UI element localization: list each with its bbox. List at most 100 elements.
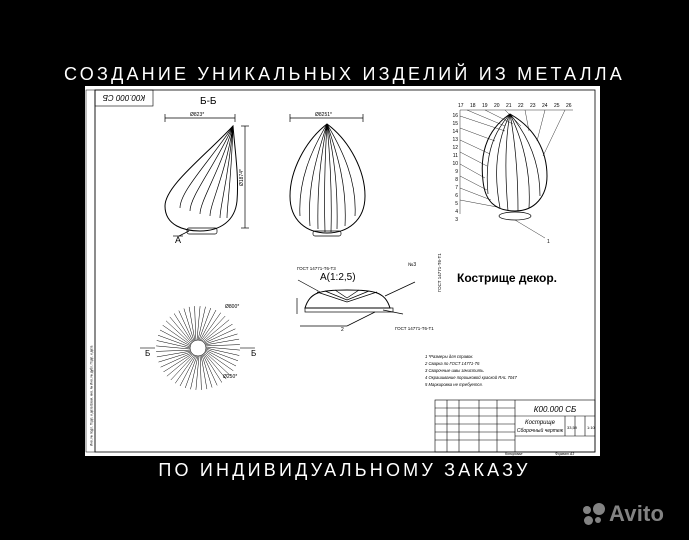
starburst-fin	[205, 344, 240, 347]
avito-brand-text: Avito	[609, 501, 665, 526]
starburst-fin	[169, 316, 192, 344]
balloon-25: 25	[554, 103, 560, 109]
note-3: 3 Сварочные швы зачистить.	[425, 368, 485, 373]
copied: Копировал	[505, 452, 522, 456]
starburst-fin	[190, 355, 199, 390]
balloon-14: 14	[452, 129, 458, 135]
balloon-8: 8	[455, 177, 458, 183]
balloon-21: 21	[506, 103, 512, 109]
starburst-fin	[203, 353, 223, 383]
detail-label: А(1:2,5)	[320, 272, 356, 283]
balloon-4: 4	[455, 209, 458, 215]
starburst-fin	[156, 345, 191, 350]
balloons-top: 17 18 19 20 21 22 23 24 25 26	[458, 103, 572, 109]
starburst-fin	[205, 347, 240, 356]
notes: 1 *Размеры для справок. 2 Сварка по ГОСТ…	[424, 354, 517, 387]
title-line-2: Сборочный чертеж	[517, 427, 564, 434]
starburst-hub	[189, 339, 207, 357]
scale: 1:10	[587, 425, 596, 430]
balloon-2: 2	[341, 327, 344, 333]
starburst-fin	[178, 310, 194, 342]
starburst-fin	[202, 354, 218, 386]
product-label: Кострище декор.	[457, 271, 557, 285]
note-1: 1 *Размеры для справок.	[425, 354, 474, 359]
balloon-10: 10	[452, 161, 458, 167]
technical-drawing: Инв. № подл. Подп. и дата Взам. инв. № И…	[85, 86, 600, 456]
top-view	[156, 306, 240, 390]
starburst-fin	[162, 324, 191, 346]
starburst-fin	[204, 351, 231, 376]
section-mark-right: Б	[251, 349, 256, 358]
starburst-fin	[205, 346, 240, 351]
format: Формат А3	[555, 452, 574, 456]
starburst-fin	[194, 306, 197, 341]
note-4: 4 Окрашивание порошковой краской RAL 704…	[425, 375, 517, 380]
starburst-fin	[202, 319, 230, 342]
top-headline: СОЗДАНИЕ УНИКАЛЬНЫХ ИЗДЕЛИЙ ИЗ МЕТАЛЛА	[64, 64, 625, 84]
balloon-18: 18	[470, 103, 476, 109]
mass: 33,59	[567, 425, 578, 430]
balloon-5: 5	[455, 201, 458, 207]
side-strip	[85, 89, 96, 453]
starburst-fin	[198, 307, 212, 341]
starburst-fin	[195, 355, 200, 390]
starburst-fin	[205, 349, 237, 367]
balloons-left: 16 15 14 13 12 11 10 9 8 7 6 5 4 3	[452, 113, 458, 223]
starburst-fin	[201, 354, 213, 388]
starburst-fin	[200, 312, 222, 341]
view-label-a: А	[175, 235, 181, 245]
doc-code: К00.000 СБ	[534, 405, 576, 414]
starburst-fin	[163, 353, 193, 373]
iso-view	[481, 113, 548, 221]
section-mark-left: Б	[145, 349, 150, 358]
weld-label-1: ГОСТ 14771-Т6-Т3	[297, 266, 336, 271]
balloon-7: 7	[455, 185, 458, 191]
starburst-fin	[165, 320, 192, 345]
dim-height: Ø1874*	[239, 169, 245, 186]
drawing-canvas: Инв. № подл. Подп. и дата Взам. инв. № И…	[85, 89, 596, 456]
starburst-fin	[156, 349, 191, 352]
title-block	[434, 399, 596, 453]
starburst-fin	[173, 313, 193, 343]
starburst-fin	[197, 306, 206, 341]
starburst-fin	[179, 355, 197, 387]
balloon-leaders	[459, 109, 573, 239]
balloon-23: 23	[530, 103, 536, 109]
starburst-fin	[196, 306, 201, 341]
balloon-26: 26	[566, 103, 572, 109]
balloon-22: 22	[518, 103, 524, 109]
balloon-1: 1	[547, 239, 550, 245]
dim-d2: Ø250*	[223, 374, 237, 380]
starburst-fin	[159, 329, 191, 347]
starburst-fin	[205, 348, 239, 362]
balloon-3: 3	[455, 217, 458, 223]
starburst-fin	[170, 354, 195, 381]
starburst-fin	[204, 352, 227, 380]
balloon-9: 9	[455, 169, 458, 175]
note-5: 5 Маркировка не требуется.	[425, 382, 483, 387]
title-line-1: Кострище	[525, 420, 556, 426]
balloon-11: 11	[453, 153, 458, 159]
balloon-16: 16	[452, 113, 458, 119]
starburst-fin	[183, 308, 195, 342]
balloon-24: 24	[542, 103, 548, 109]
avito-logo-icon	[583, 503, 605, 525]
starburst-fin	[158, 351, 192, 363]
starburst-fin	[188, 306, 196, 341]
starburst-fin	[199, 309, 217, 341]
starburst-fin	[203, 323, 233, 343]
balloon-13: 13	[452, 137, 458, 143]
starburst-fin	[205, 338, 240, 346]
starburst-fin	[201, 315, 226, 342]
starburst-fin	[184, 355, 198, 389]
balloon-19: 19	[482, 103, 488, 109]
starburst-fin	[174, 355, 196, 384]
starburst-fin	[204, 328, 236, 344]
note-2: 2 Сварка по ГОСТ 14771-Т6	[424, 361, 480, 366]
balloon-15: 15	[452, 121, 458, 127]
starburst-fin	[156, 350, 191, 358]
starburst-fin	[157, 334, 191, 348]
starburst-fin	[199, 355, 202, 390]
balloon-20: 20	[494, 103, 500, 109]
starburst-fin	[160, 352, 192, 368]
